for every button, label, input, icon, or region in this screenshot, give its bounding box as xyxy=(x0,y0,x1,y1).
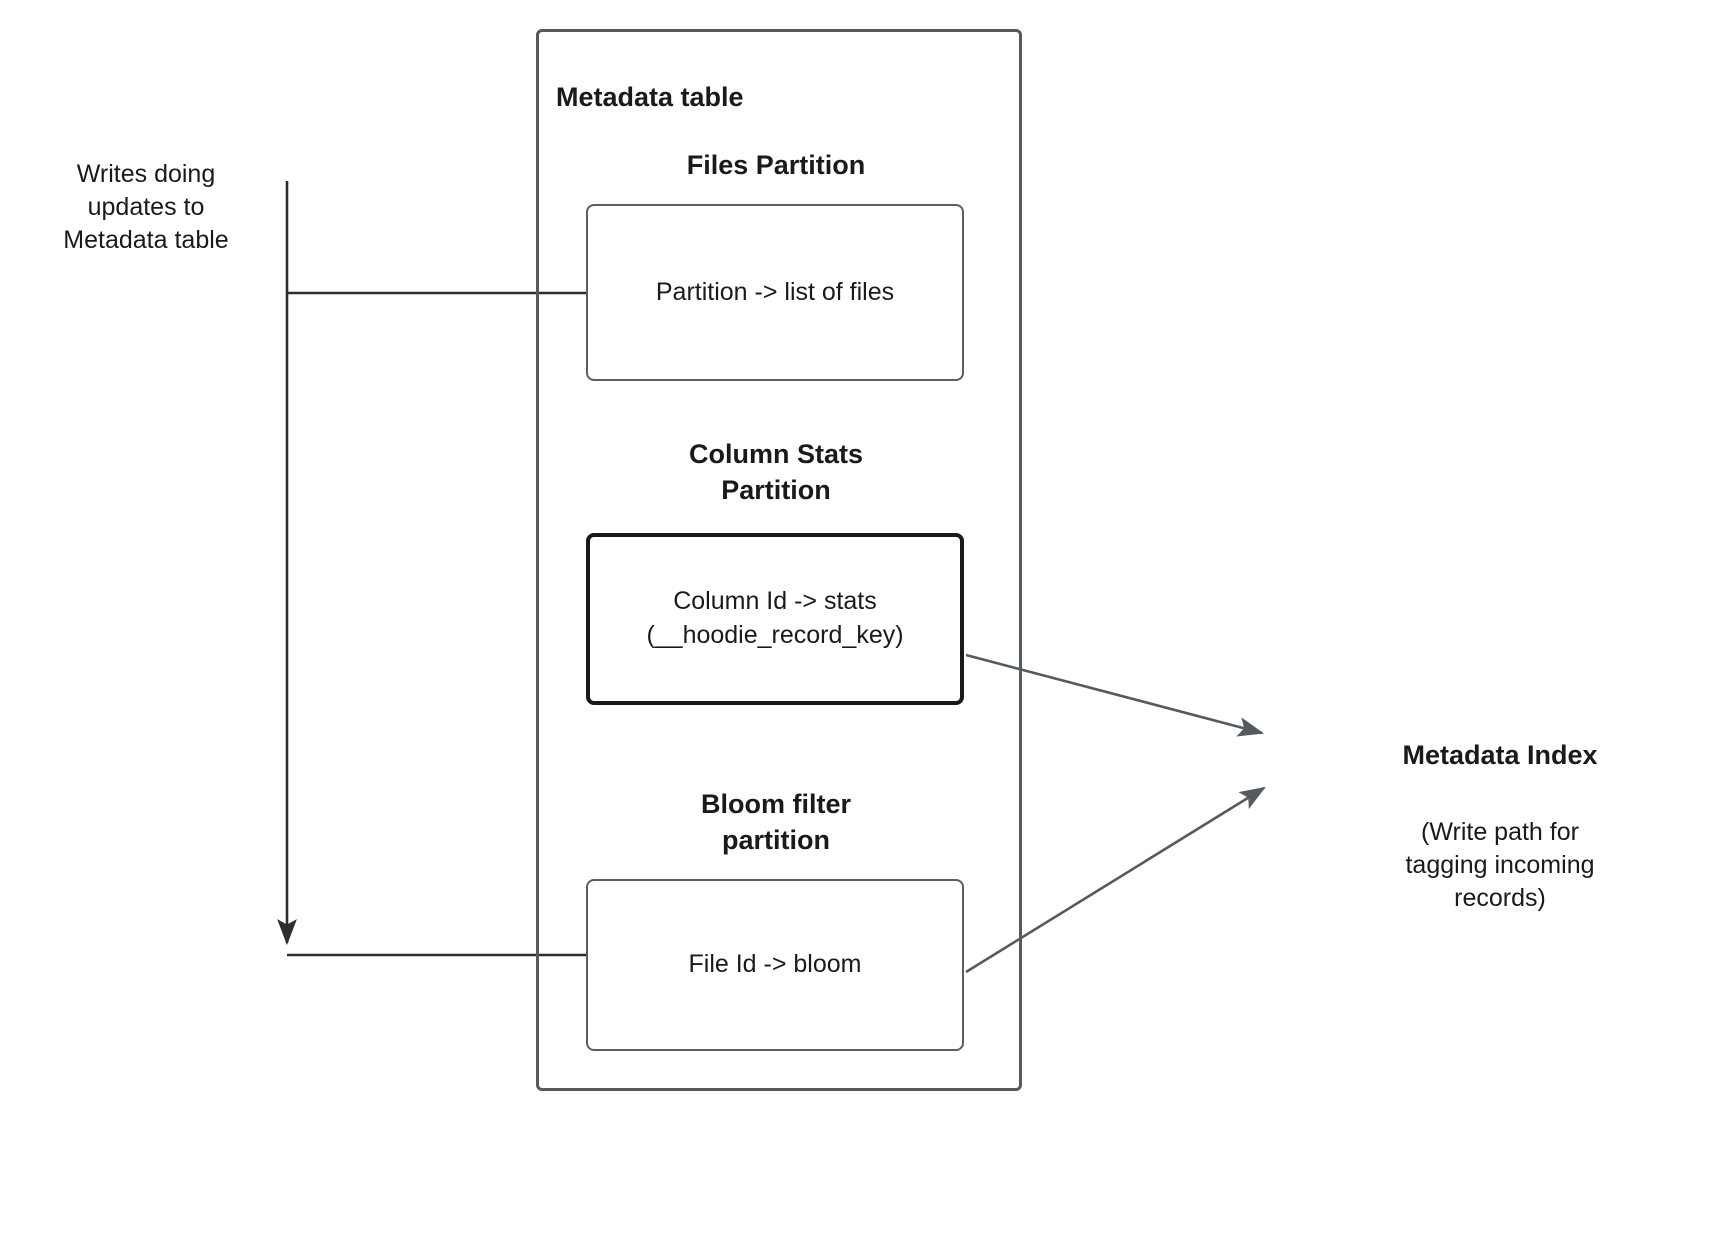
metadata-index-caption: (Write path for tagging incoming records… xyxy=(1405,818,1595,912)
files-partition-heading: Files Partition xyxy=(686,150,866,180)
files-partition-box-label: Partition -> list of files xyxy=(655,277,895,306)
files-partition-box: Partition -> list of files xyxy=(586,204,964,381)
bloom-filter-partition-heading: Bloom filter partition xyxy=(700,789,851,855)
column-stats-partition-box: Column Id -> stats (__hoodie_record_key) xyxy=(586,533,964,705)
metadata-table-container xyxy=(536,29,1022,1091)
metadata-table-title: Metadata table xyxy=(556,82,744,112)
column-stats-partition-box-label: Column Id -> stats (__hoodie_record_key) xyxy=(646,587,904,649)
metadata-index-title: Metadata Index xyxy=(1402,740,1598,770)
writes-doing-updates-label: Writes doing updates to Metadata table xyxy=(63,160,229,254)
column-stats-partition-heading: Column Stats Partition xyxy=(688,439,863,505)
bloom-filter-partition-box-label: File Id -> bloom xyxy=(688,950,862,979)
bloom-filter-partition-box: File Id -> bloom xyxy=(586,879,964,1051)
